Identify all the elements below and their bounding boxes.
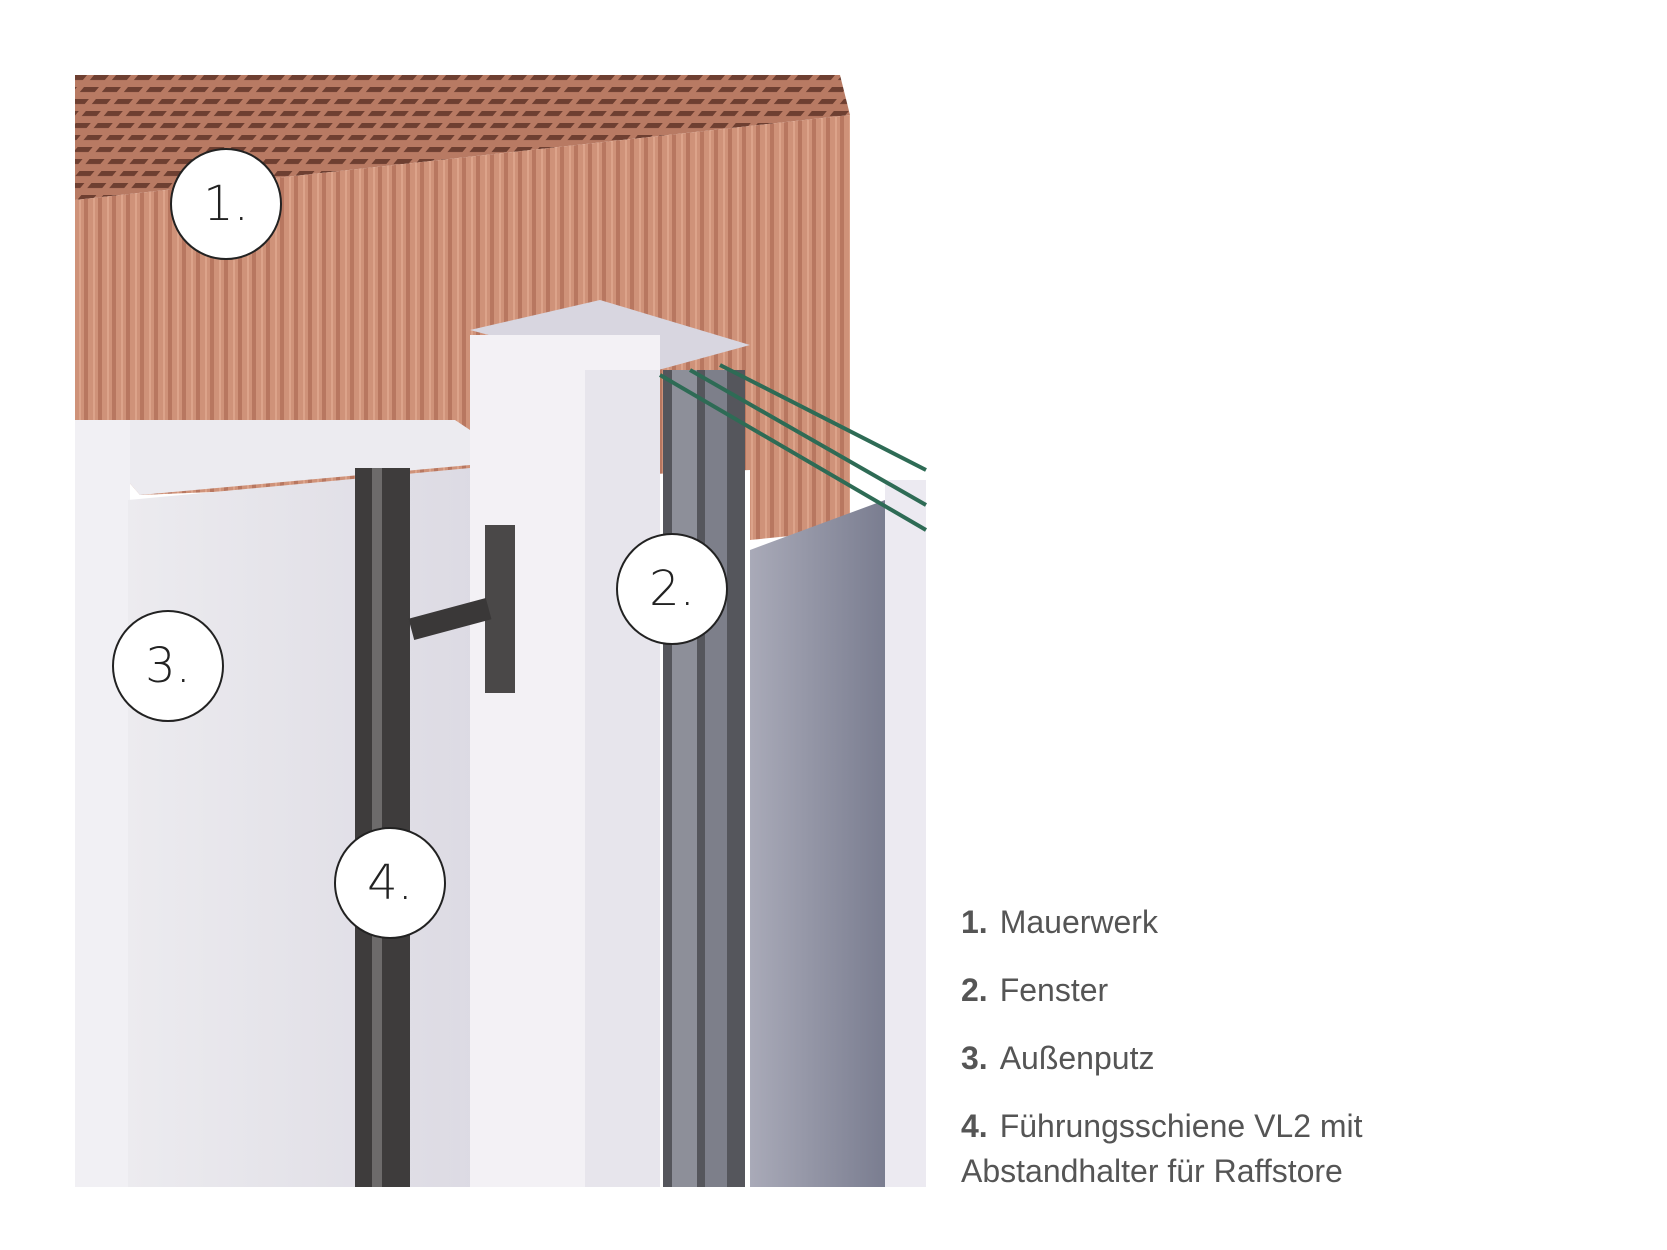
legend-text: Fenster — [999, 972, 1109, 1008]
legend-text-continued: Abstandhalter für Raffstore — [961, 1153, 1343, 1189]
legend-item-2: 2. Fenster — [961, 968, 1363, 1013]
plaster-top — [75, 420, 470, 495]
callout-3: 3. — [112, 610, 224, 722]
legend-number: 2. — [961, 972, 988, 1008]
window-reveal — [750, 500, 885, 1187]
legend: 1. Mauerwerk 2. Fenster 3. Außenputz 4. Führ… — [961, 900, 1363, 1217]
legend-number: 3. — [961, 1040, 988, 1076]
legend-text: Mauerwerk — [999, 904, 1158, 940]
legend-number: 1. — [961, 904, 988, 940]
legend-text: Führungsschiene VL2 mit — [999, 1108, 1363, 1144]
callout-2: 2. — [616, 533, 728, 645]
plaster-edge — [75, 420, 130, 1187]
spacer-bracket — [485, 525, 515, 693]
callout-4: 4. — [334, 827, 446, 939]
legend-item-3: 3. Außenputz — [961, 1036, 1363, 1081]
callout-1: 1. — [170, 148, 282, 260]
legend-number: 4. — [961, 1108, 988, 1144]
legend-text: Außenputz — [999, 1040, 1155, 1076]
legend-item-1: 1. Mauerwerk — [961, 900, 1363, 945]
plaster-face — [128, 468, 480, 1187]
